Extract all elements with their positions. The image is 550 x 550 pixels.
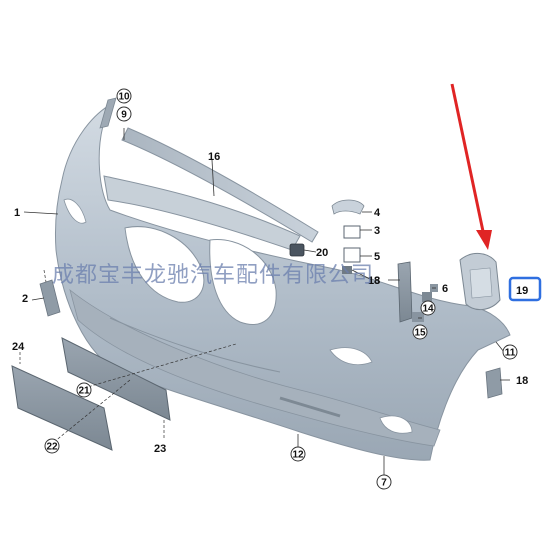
label-8: 8 [374,275,380,287]
label-11: 11 [505,348,516,359]
label-6: 6 [442,283,448,295]
top-trim-strip-part [121,127,319,243]
label-18: 18 [516,375,528,387]
bracket-19-part [459,253,501,310]
circle-label-12: 12 [290,446,306,462]
label-5: 5 [374,251,380,263]
label-12: 12 [292,450,304,461]
license-plate-24 [11,365,113,451]
highlight-box [508,276,542,302]
grille-frame-part [103,175,301,251]
watermark-text: 成都宝丰龙驰汽车配件有限公司 [52,263,374,288]
label-3: 3 [374,225,380,237]
label-7: 7 [381,478,387,489]
label-19: 19 [516,285,528,297]
clips-group [331,199,365,274]
leader-lines [23,128,510,480]
label-16: 16 [208,151,220,163]
label-1: 1 [14,207,20,219]
label-22: 22 [46,442,58,453]
left-strip-part [99,97,117,129]
label-20: 20 [316,247,328,259]
label-21: 21 [78,386,90,397]
label-10: 10 [118,92,130,103]
circle-label-15: 15 [412,324,428,340]
label-13: 13 [368,275,380,287]
dashed-lines [19,269,237,443]
label-4: 4 [374,207,381,219]
red-arrow-icon [450,83,492,250]
circle-label-9: 9 [116,106,132,122]
circle-label-14: 14 [420,300,436,316]
bumper-cover-part [54,102,511,461]
bracket-20-part [289,243,305,257]
label-2: 2 [22,293,28,305]
circle-label-10: 10 [116,88,132,104]
circle-label-7: 7 [376,474,392,490]
part-2 [39,279,61,317]
label-24: 24 [12,341,25,353]
label-9: 9 [121,110,127,121]
circle-label-21: 21 [76,382,92,398]
circle-label-22: 22 [44,438,60,454]
label-23: 23 [154,443,166,455]
bracket-13-part [397,261,413,323]
circle-label-11: 11 [502,344,518,360]
plate-bracket-23 [61,337,171,421]
part-18 [485,367,503,399]
label-15: 15 [414,328,426,339]
label-14: 14 [422,304,434,315]
